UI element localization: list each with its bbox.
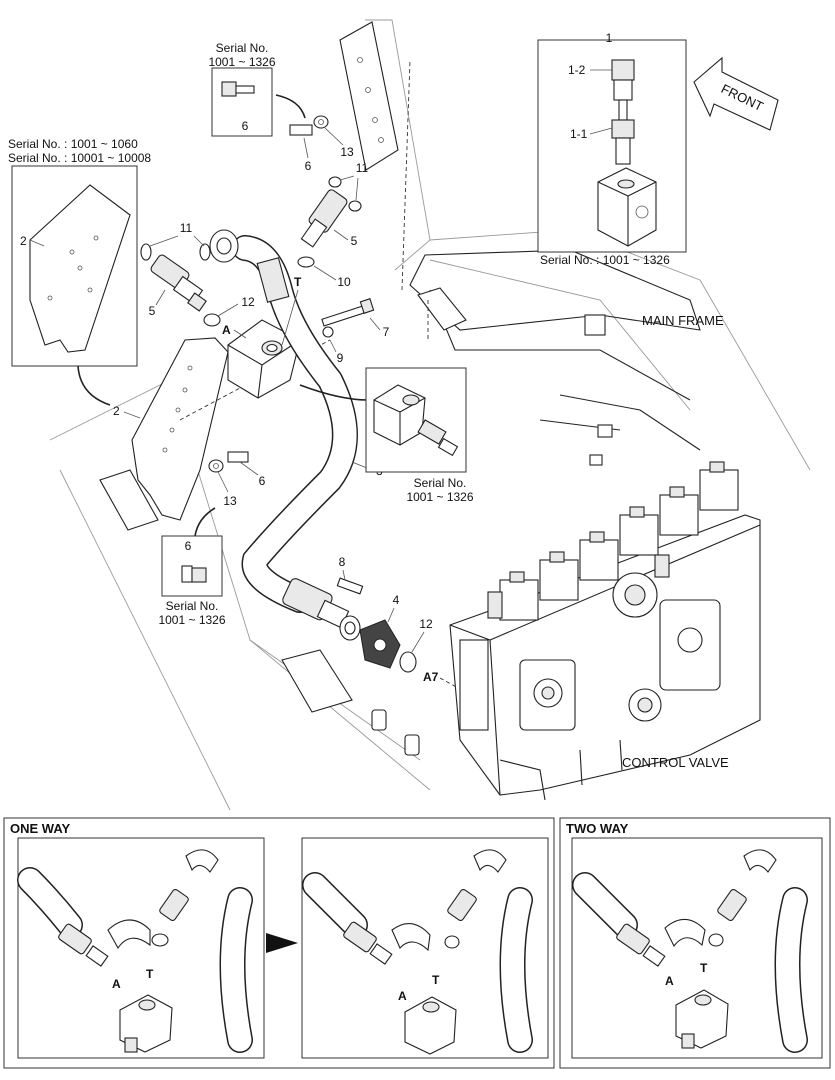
serial-top-line2: 1001 ~ 1326 — [208, 55, 275, 69]
panel-one-way: ONE WAY A T — [3, 817, 555, 1069]
callout-5-right: 5 — [351, 234, 358, 248]
leader-box-to-plate — [77, 365, 111, 406]
valve-detail — [373, 384, 459, 457]
callout-10: 10 — [337, 275, 351, 289]
one-way-before: A T — [17, 837, 265, 1059]
serial-box-mid: Serial No. 1001 ~ 1326 — [299, 367, 474, 504]
callout-6-lower: 6 — [259, 474, 266, 488]
one-way-before-port-t: T — [146, 967, 154, 981]
callout-9: 9 — [337, 351, 344, 365]
serial-box-bottom: 6 Serial No. 1001 ~ 1326 — [158, 507, 226, 627]
one-way-title: ONE WAY — [10, 821, 71, 836]
port-t: T — [294, 275, 302, 289]
callout-5-left: 5 — [149, 304, 156, 318]
callout-11-left: 11 — [180, 221, 193, 235]
callout-1-2: 1-2 — [568, 63, 586, 77]
callout-6-mid: 6 — [305, 159, 312, 173]
serial-left-line1: Serial No. : 1001 ~ 1060 — [8, 137, 138, 151]
callout-7: 7 — [383, 325, 390, 339]
one-way-before-port-a: A — [112, 977, 121, 991]
panel-two-way: TWO WAY A T — [559, 817, 831, 1069]
serial-mid-line1: Serial No. — [414, 476, 467, 490]
callout-12-lower: 12 — [419, 617, 433, 631]
main-frame-label: MAIN FRAME — [642, 313, 724, 328]
hose-end-fitting — [282, 578, 361, 641]
two-way-port-a: A — [665, 974, 674, 988]
port-a: A — [222, 323, 231, 337]
callout-1-1: 1-1 — [570, 127, 588, 141]
callout-11-right: 11 — [356, 161, 369, 175]
serial-mid-line2: 1001 ~ 1326 — [406, 490, 473, 504]
bolt-6-washer-13-lower: 6 13 — [208, 451, 266, 508]
callout-13-lower: 13 — [223, 494, 237, 508]
callout-4: 4 — [393, 593, 400, 607]
front-arrow: FRONT — [693, 56, 779, 131]
serial-bottom-line2: 1001 ~ 1326 — [158, 613, 225, 627]
bracket-plate-top — [339, 21, 399, 171]
callout-2-plate: 2 — [113, 404, 120, 418]
callout-6-top: 6 — [242, 119, 249, 133]
manifold-block — [227, 319, 301, 399]
fitting-5-right: 11 5 10 T — [281, 161, 369, 346]
main-frame — [401, 59, 701, 466]
arrow-right-icon — [266, 933, 298, 953]
callout-12-upper: 12 — [241, 295, 255, 309]
one-way-after: A T — [301, 837, 549, 1059]
port-a7: A7 — [423, 670, 439, 684]
two-way-port-t: T — [700, 961, 708, 975]
serial-box-right: 1 1-2 1-1 Serial No. : 1001 ~ 1326 — [537, 31, 687, 267]
bolt-7-washer-9: 7 9 — [321, 298, 390, 365]
serial-box-top: Serial No. 1001 ~ 1326 6 — [208, 41, 306, 137]
bolt-6-washer-13-top: 6 13 — [289, 115, 354, 173]
callout-6-box: 6 — [185, 539, 192, 553]
sensor-assembly — [597, 59, 657, 247]
one-way-after-port-a: A — [398, 989, 407, 1003]
flange-4: 8 4 12 A7 — [336, 555, 481, 701]
fitting-5-left: 11 5 12 A — [140, 221, 255, 339]
control-valve — [449, 461, 761, 801]
one-way-after-port-t: T — [432, 973, 440, 987]
serial-right: Serial No. : 1001 ~ 1326 — [540, 253, 670, 267]
serial-top-line1: Serial No. — [216, 41, 269, 55]
two-way-title: TWO WAY — [566, 821, 629, 836]
hose-3: 3 — [209, 229, 383, 613]
serial-bottom-line1: Serial No. — [166, 599, 219, 613]
control-valve-label: CONTROL VALVE — [622, 755, 729, 770]
callout-8: 8 — [339, 555, 346, 569]
plate-2: 2 — [113, 337, 331, 521]
callout-2-box: 2 — [20, 234, 27, 248]
serial-box-left: Serial No. : 1001 ~ 1060 Serial No. : 10… — [8, 137, 151, 367]
lower-frame — [99, 469, 420, 756]
callout-1: 1 — [606, 31, 613, 45]
bolt-icon — [221, 81, 255, 97]
bolt-icon — [181, 565, 207, 583]
serial-left-line2: Serial No. : 10001 ~ 10008 — [8, 151, 151, 165]
callout-13-top: 13 — [340, 145, 354, 159]
valve-sections — [499, 461, 739, 621]
